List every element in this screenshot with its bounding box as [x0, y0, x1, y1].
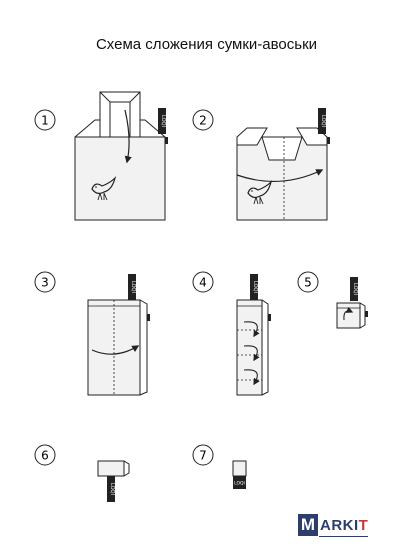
step-1: 1 LOQI: [34, 91, 168, 221]
brand-tag: [350, 277, 358, 301]
fold-arrow: [91, 345, 140, 355]
bag-body: [236, 299, 263, 396]
side-snap: [365, 311, 368, 317]
step-6-circle: [34, 444, 56, 466]
brand-tag-wrap: [233, 476, 246, 489]
step-4-circle: [192, 271, 214, 293]
side-snap: [268, 314, 271, 321]
fold-arrow: [124, 109, 132, 164]
bird-icon: [91, 176, 117, 201]
step-2-circle: [192, 109, 214, 131]
brand-tag-text: LOQI: [352, 283, 358, 295]
logo-text: ARKI: [320, 516, 359, 534]
brand-tag-text: LOQI: [234, 481, 245, 487]
bag-body: [336, 302, 361, 329]
logo-underline: [319, 535, 369, 537]
fold-arrow-3: [243, 369, 260, 386]
step-7-number: 7: [199, 449, 207, 463]
logo-initial: M: [298, 514, 318, 536]
step-3-circle: [34, 271, 56, 293]
step-7: 7 LOQI: [192, 444, 247, 489]
step-6-number: 6: [41, 449, 49, 463]
brand-tag: [107, 476, 115, 502]
step-1-number: 1: [41, 114, 49, 128]
side-snap: [165, 137, 168, 144]
step-7-circle: [192, 444, 214, 466]
brand-tag: [158, 108, 166, 134]
brand-tag-text: LOQI: [320, 115, 326, 127]
step-4: 4 LOQI: [192, 271, 271, 396]
step-3: 3 LOQI: [34, 271, 150, 396]
step-3-number: 3: [41, 276, 49, 290]
step-2: 2 LOQI: [192, 108, 330, 221]
bag-body: [74, 136, 166, 221]
step-5-number: 5: [304, 276, 312, 290]
brand-tag-text: LOQI: [109, 483, 115, 495]
brand-tag-text: LOQI: [252, 281, 258, 293]
side-snap: [327, 137, 330, 144]
brand-tag: [128, 274, 136, 300]
step-1-circle: [34, 109, 56, 131]
step-5: 5 LOQI: [297, 271, 368, 329]
brand-tag: [318, 108, 326, 134]
page-title: Схема сложения сумки-авоськи: [95, 36, 318, 53]
bag-center-fold: [261, 136, 303, 161]
brand-tag: [250, 274, 258, 300]
folded-pouch: [232, 460, 247, 477]
step-5-circle: [297, 271, 319, 293]
folded-bundle: [97, 460, 125, 477]
brand-tag-text: LOQI: [160, 115, 166, 127]
step-6: 6 LOQI: [34, 444, 130, 502]
brand-tag-text: LOQI: [130, 281, 136, 293]
step-4-number: 4: [199, 276, 207, 290]
fold-arrow-1: [243, 321, 260, 338]
bag-top-fold: [99, 91, 141, 138]
side-snap: [147, 314, 150, 321]
fold-arrow: [236, 169, 324, 182]
bag-handle-left: [74, 119, 101, 138]
bird-icon: [247, 180, 273, 205]
fold-arrow: [343, 306, 354, 321]
fold-arrow-2: [243, 345, 260, 362]
markit-logo: M ARKIT: [298, 513, 369, 537]
logo-wordmark: ARKIT: [320, 517, 368, 534]
step-2-number: 2: [199, 114, 207, 128]
logo-accent-letter: T: [358, 516, 369, 534]
